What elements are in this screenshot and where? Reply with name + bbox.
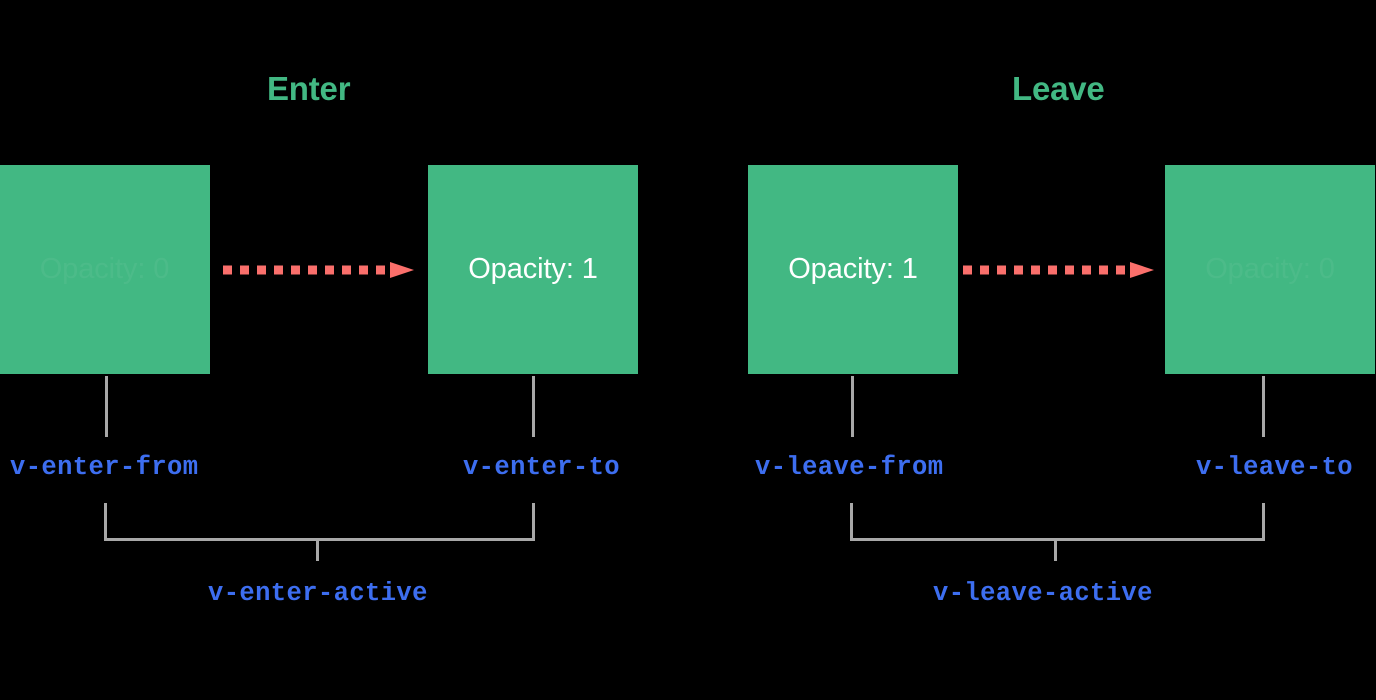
- section-title-leave: Leave: [1012, 70, 1105, 107]
- opacity-value-enter-from: Opacity: 0: [39, 253, 170, 285]
- connector-stem-enter-from: [105, 376, 108, 437]
- class-label-v-leave-from: v-leave-from: [755, 453, 944, 482]
- class-label-v-enter-active: v-enter-active: [208, 579, 428, 608]
- state-box-enter-from: Opacity: 0: [0, 165, 210, 374]
- dashed-arrow-right-icon: [962, 262, 1154, 278]
- opacity-value-leave-to: Opacity: 0: [1205, 253, 1335, 285]
- connector-stem-leave-to: [1262, 376, 1265, 437]
- bracket-enter-active: [104, 502, 536, 564]
- class-label-v-enter-from: v-enter-from: [10, 453, 199, 482]
- opacity-value-enter-to: Opacity: 1: [468, 253, 598, 285]
- section-title-enter: Enter: [267, 70, 351, 107]
- connector-stem-leave-from: [851, 376, 854, 437]
- state-box-enter-to: Opacity: 1: [428, 165, 638, 374]
- class-label-v-leave-to: v-leave-to: [1195, 453, 1353, 482]
- state-box-leave-from: Opacity: 1: [748, 165, 958, 374]
- opacity-value-leave-from: Opacity: 1: [788, 253, 918, 285]
- state-box-leave-to: Opacity: 0: [1165, 165, 1375, 374]
- class-label-v-leave-active: v-leave-active: [933, 579, 1153, 608]
- dashed-arrow-right-icon: [222, 262, 414, 278]
- connector-stem-enter-to: [532, 376, 535, 437]
- bracket-leave-active: [850, 502, 1266, 564]
- class-label-v-enter-to: v-enter-to: [462, 453, 620, 482]
